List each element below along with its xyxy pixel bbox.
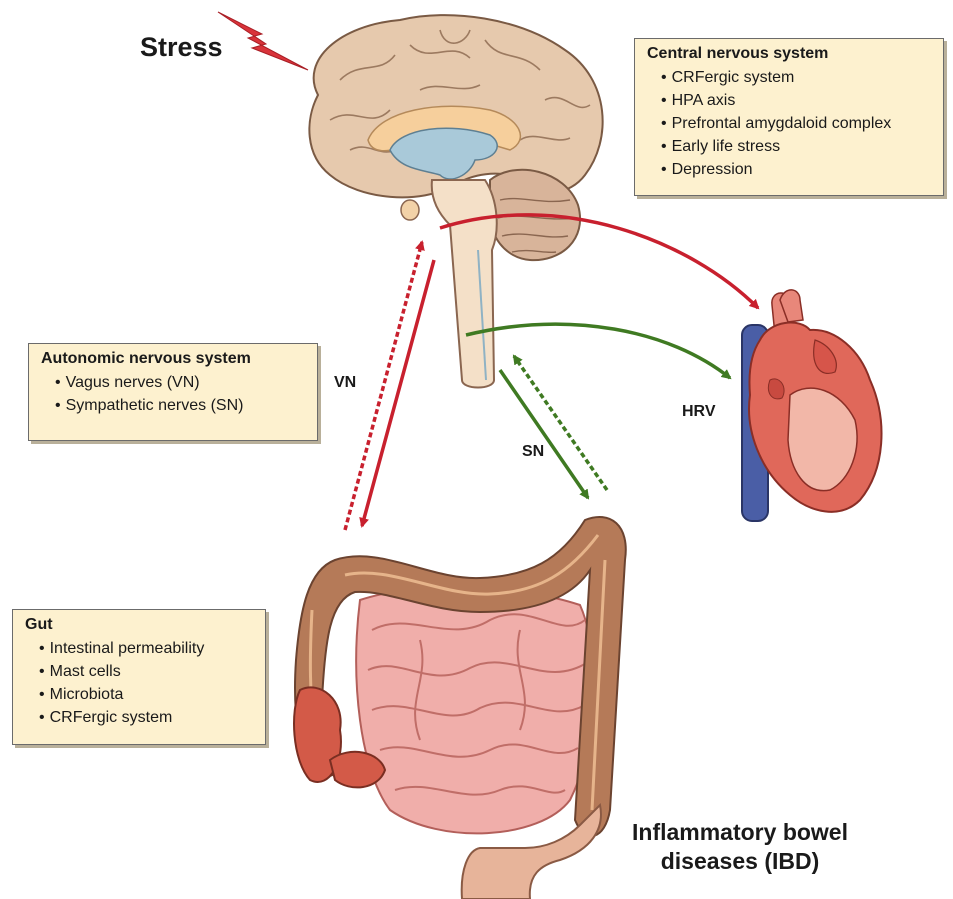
cns-item: Prefrontal amygdaloid complex [661, 112, 933, 135]
cns-box: Central nervous system CRFergic system H… [634, 38, 944, 196]
cns-item: HPA axis [661, 89, 933, 112]
gut-box-title: Gut [25, 616, 255, 634]
sympathetic-afferent-arrow [514, 356, 607, 490]
cns-item: Early life stress [661, 135, 933, 158]
cns-item: CRFergic system [661, 66, 933, 89]
cns-box-title: Central nervous system [647, 45, 933, 63]
ans-box-title: Autonomic nervous system [41, 350, 307, 368]
vn-label: VN [334, 374, 356, 392]
hrv-label: HRV [682, 403, 716, 421]
sn-label: SN [522, 443, 544, 461]
gut-box: Gut Intestinal permeability Mast cells M… [12, 609, 266, 745]
ibd-label-line2: diseases (IBD) [632, 847, 848, 876]
vagus-afferent-arrow [345, 242, 422, 530]
gut-item: Intestinal permeability [39, 637, 255, 660]
lightning-bolt-icon [218, 12, 308, 70]
spinal-to-heart-arrow [466, 324, 730, 378]
gut-item: Mast cells [39, 660, 255, 683]
gut-item: CRFergic system [39, 706, 255, 729]
gut-item: Microbiota [39, 683, 255, 706]
heart-illustration [742, 290, 881, 521]
cns-item: Depression [661, 158, 933, 181]
ans-box: Autonomic nervous system Vagus nerves (V… [28, 343, 318, 441]
stress-title: Stress [140, 32, 223, 63]
ans-item: Sympathetic nerves (SN) [55, 394, 307, 417]
ibd-label-line1: Inflammatory bowel [632, 818, 848, 847]
small-intestine-illustration [356, 587, 594, 833]
ibd-label: Inflammatory bowel diseases (IBD) [632, 818, 848, 876]
vagus-efferent-arrow [362, 260, 434, 526]
ans-item: Vagus nerves (VN) [55, 371, 307, 394]
sympathetic-efferent-arrow [500, 370, 588, 498]
brain-illustration [309, 15, 602, 387]
